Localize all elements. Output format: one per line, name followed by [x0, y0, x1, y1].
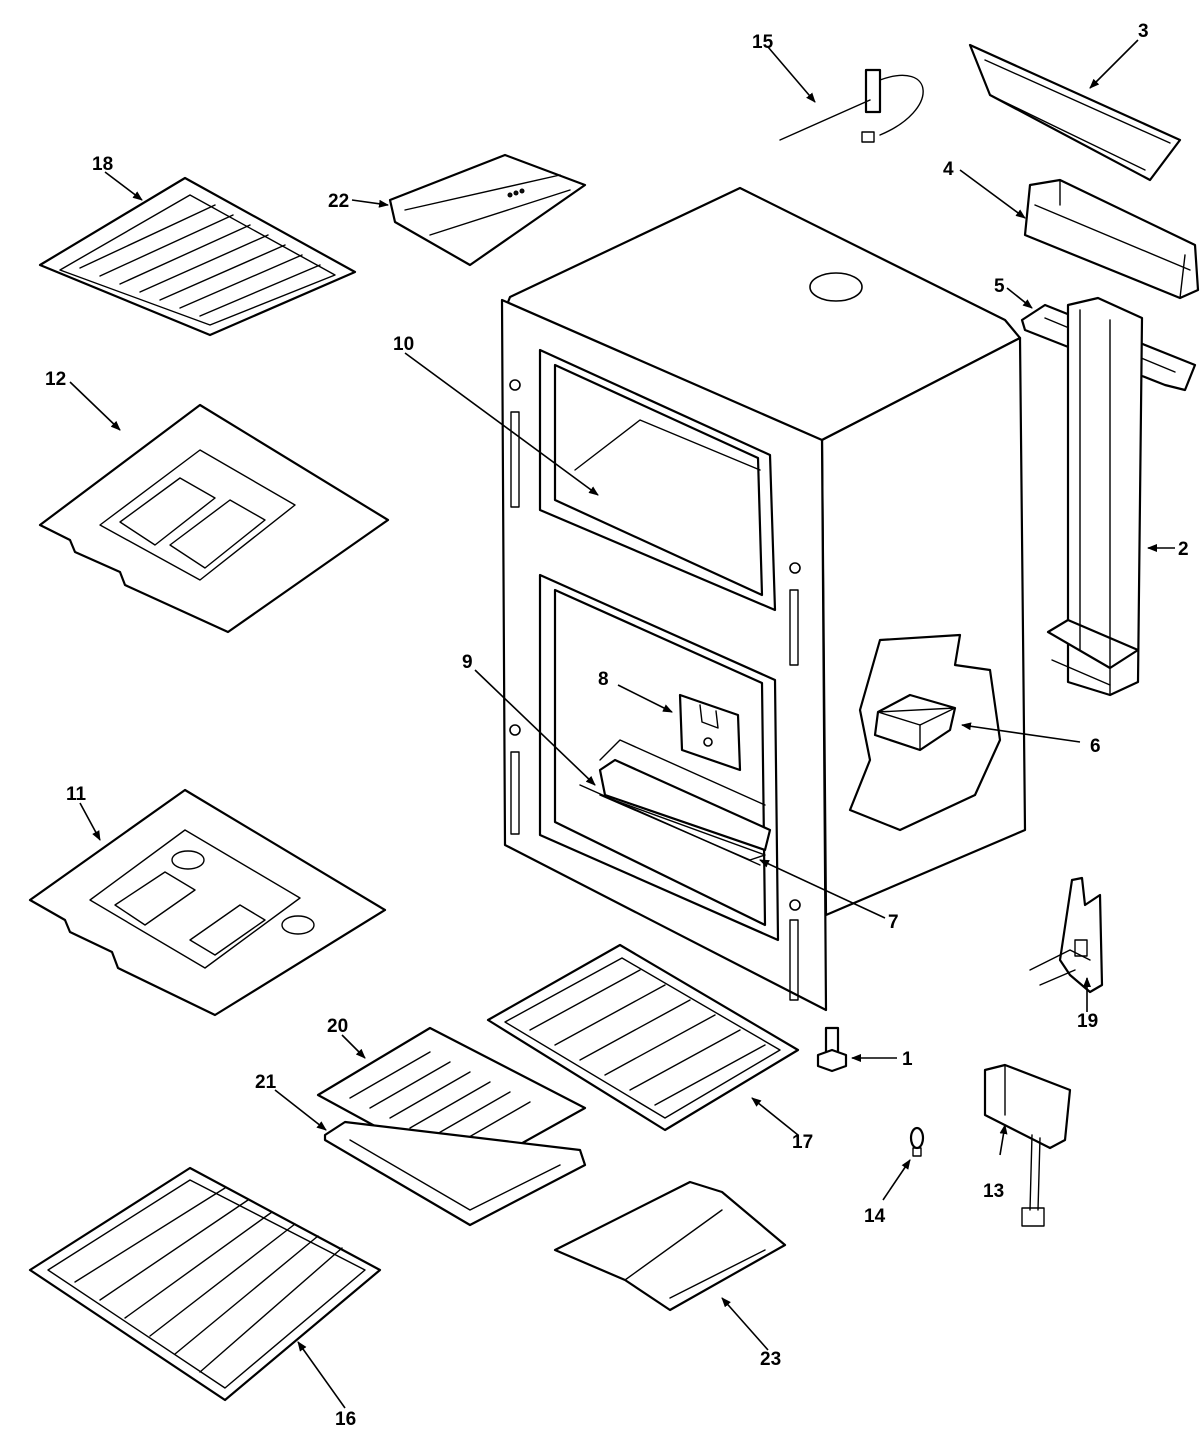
part-19-door-hinge-bracket [1029, 876, 1104, 994]
rack-18-wires [79, 204, 321, 317]
callout-22: 22 [328, 191, 349, 212]
part-16-oven-rack [28, 1166, 382, 1402]
callout-13: 13 [983, 1181, 1004, 1202]
part-2-side-channel [1046, 296, 1144, 697]
callout-19: 19 [1077, 1011, 1098, 1032]
part-1-leveling-leg [816, 1026, 848, 1073]
part-8-bracket [678, 693, 742, 772]
part-12-heat-shield [38, 403, 390, 634]
rack-17-wires [529, 969, 766, 1106]
callout-11: 11 [66, 784, 87, 805]
part-15-sensor [779, 68, 924, 143]
oven-cavity-body [500, 186, 1027, 1012]
callout-labels: 1 2 3 4 5 6 7 8 9 10 11 12 13 14 15 16 1… [45, 21, 1189, 1430]
leader-lines [69, 39, 1175, 1409]
callout-6: 6 [1090, 736, 1101, 757]
callout-14: 14 [864, 1206, 886, 1227]
callout-2: 2 [1178, 539, 1189, 560]
part-6-thermostat-box [873, 693, 957, 752]
callout-23: 23 [760, 1349, 781, 1370]
callout-4: 4 [943, 159, 954, 180]
callout-7: 7 [888, 912, 899, 933]
callout-15: 15 [752, 32, 774, 53]
part-4-vent-duct [1023, 178, 1200, 300]
part-17-oven-rack [486, 943, 800, 1132]
callout-8: 8 [598, 669, 609, 690]
callout-1: 1 [902, 1049, 913, 1070]
part-9-bottom-channel [598, 758, 772, 861]
callout-21: 21 [255, 1072, 277, 1093]
callout-17: 17 [792, 1132, 813, 1153]
callout-5: 5 [994, 276, 1005, 297]
callout-18: 18 [92, 154, 113, 175]
callout-9: 9 [462, 652, 473, 673]
part-3-vent-trim [968, 43, 1182, 182]
rack-16-bars [74, 1187, 343, 1373]
part-22-baffle [388, 153, 587, 267]
part-18-broil-rack [38, 176, 357, 337]
callout-16: 16 [335, 1409, 356, 1430]
part-23-bottom-baffle [553, 1180, 787, 1312]
callout-12: 12 [45, 369, 66, 390]
callout-10: 10 [393, 334, 414, 355]
part-21-broiler-pan [323, 1120, 587, 1227]
part-13-control-box [983, 1063, 1072, 1227]
callout-3: 3 [1138, 21, 1149, 42]
part-11-heat-shield [28, 788, 387, 1017]
callout-20: 20 [327, 1016, 348, 1037]
part-14-light-bulb [909, 1126, 925, 1157]
